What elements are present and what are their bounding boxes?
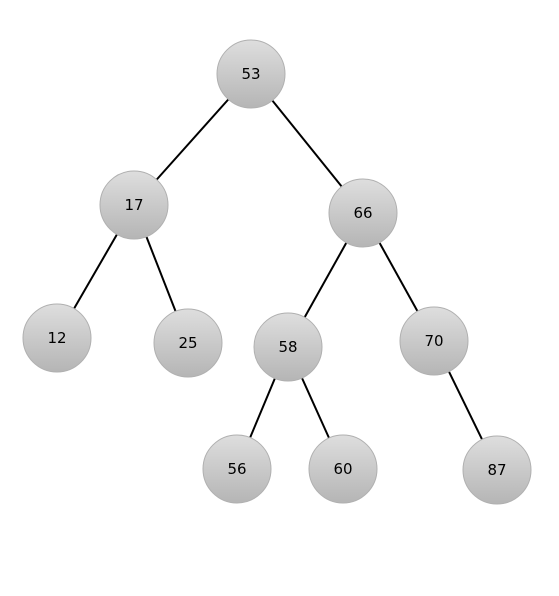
edge-53-17 bbox=[155, 98, 230, 181]
node-value-label: 56 bbox=[227, 460, 246, 478]
edge-66-70 bbox=[378, 242, 419, 312]
tree-node-70: 70 bbox=[399, 306, 469, 376]
edge-17-25 bbox=[145, 236, 177, 312]
node-value-label: 12 bbox=[47, 329, 66, 347]
edge-58-60 bbox=[301, 377, 330, 439]
node-circle bbox=[308, 434, 378, 504]
node-circle bbox=[202, 434, 272, 504]
edge-66-58 bbox=[303, 242, 348, 318]
edge-17-12 bbox=[73, 233, 118, 310]
nodes-layer: 53 17 66 12 25 58 70 56 60 87 bbox=[22, 39, 532, 505]
node-circle bbox=[399, 306, 469, 376]
tree-node-60: 60 bbox=[308, 434, 378, 504]
node-circle bbox=[22, 303, 92, 373]
tree-node-12: 12 bbox=[22, 303, 92, 373]
node-value-label: 87 bbox=[487, 461, 506, 479]
tree-node-25: 25 bbox=[153, 308, 223, 378]
tree-node-87: 87 bbox=[462, 435, 532, 505]
node-circle bbox=[216, 39, 286, 109]
node-value-label: 66 bbox=[353, 204, 372, 222]
node-value-label: 53 bbox=[241, 65, 260, 83]
edges-layer bbox=[73, 98, 483, 440]
node-value-label: 70 bbox=[424, 332, 443, 350]
edge-58-56 bbox=[249, 377, 276, 439]
node-circle bbox=[153, 308, 223, 378]
node-circle bbox=[328, 178, 398, 248]
node-value-label: 58 bbox=[278, 338, 297, 356]
node-circle bbox=[462, 435, 532, 505]
node-circle bbox=[99, 170, 169, 240]
node-value-label: 17 bbox=[124, 196, 143, 214]
node-value-label: 25 bbox=[178, 334, 197, 352]
node-circle bbox=[253, 312, 323, 382]
tree-node-53: 53 bbox=[216, 39, 286, 109]
tree-node-66: 66 bbox=[328, 178, 398, 248]
tree-node-17: 17 bbox=[99, 170, 169, 240]
tree-node-56: 56 bbox=[202, 434, 272, 504]
tree-node-58: 58 bbox=[253, 312, 323, 382]
node-value-label: 60 bbox=[333, 460, 352, 478]
edge-70-87 bbox=[448, 371, 483, 440]
edge-53-66 bbox=[271, 99, 343, 188]
